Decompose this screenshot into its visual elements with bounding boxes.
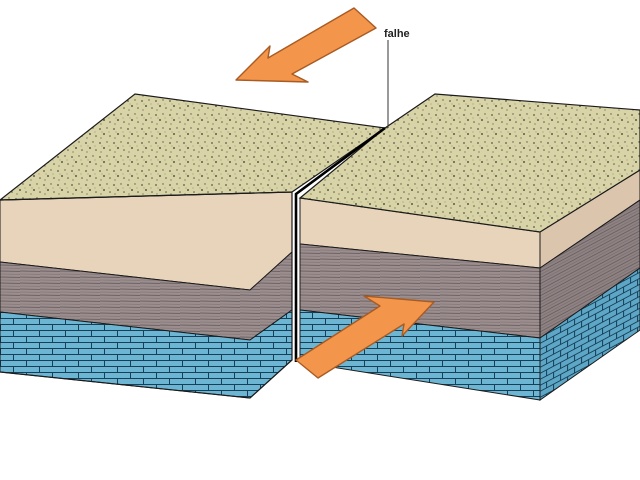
right-block [298, 93, 640, 401]
arrow-left-block [235, 7, 377, 83]
fault-line: falhe [294, 28, 410, 362]
left-block-outline [0, 191, 293, 399]
arrow-right-block [295, 295, 435, 379]
left-block [0, 93, 387, 399]
right-side-gray [539, 199, 640, 339]
right-side-brick [539, 267, 640, 401]
fault-label: falhe [384, 28, 410, 40]
